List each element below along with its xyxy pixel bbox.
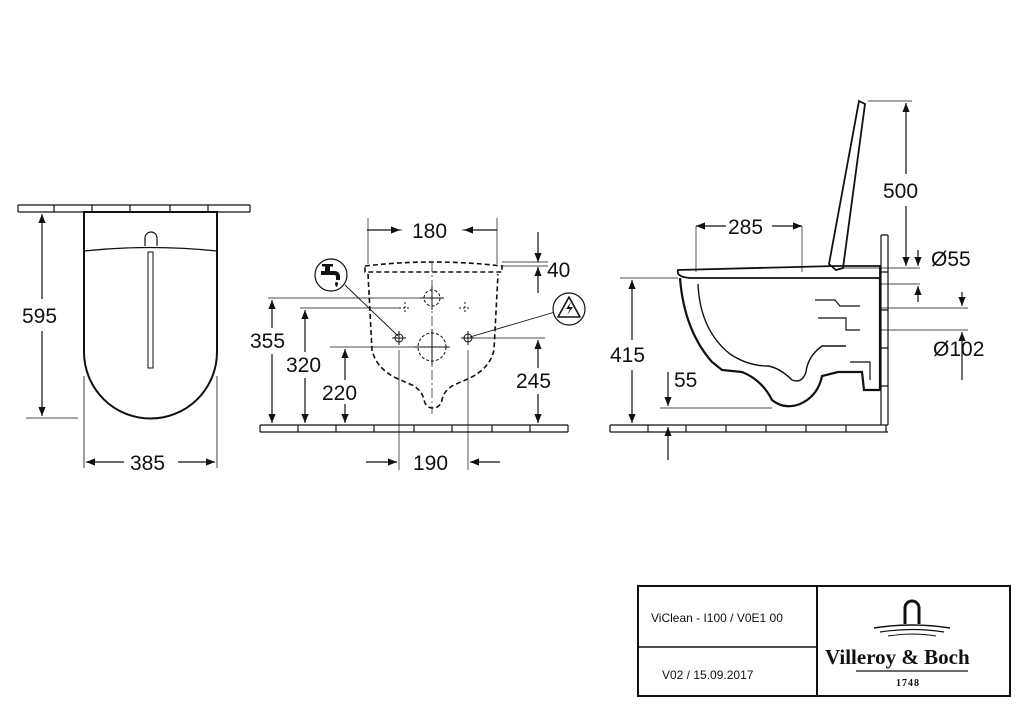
top-view: [17, 204, 251, 468]
power-leader: [469, 311, 556, 338]
bowl-outline-top: [83, 211, 218, 420]
front-offset-label: 40: [547, 259, 570, 282]
mounting-holes: [392, 262, 475, 414]
villeroy-boch-logo-icon: [856, 599, 968, 672]
side-inlet-diameter-label: Ø55: [931, 248, 971, 271]
side-outlet-height-label: 55: [674, 369, 697, 392]
top-view-depth-label: 595: [22, 305, 57, 328]
front-height-220-label: 220: [322, 382, 357, 405]
floor-side-view: [609, 424, 888, 433]
front-view: [259, 218, 569, 470]
brand-name: Villeroy & Boch: [825, 645, 970, 669]
side-outlet-diameter-label: Ø102: [933, 338, 984, 361]
bowl-outline-side: [678, 277, 882, 408]
front-top-spacing-label: 180: [412, 220, 447, 243]
lid-hinge: [144, 231, 158, 246]
centre-slot: [147, 251, 154, 369]
front-bottom-spacing-label: 190: [413, 452, 448, 475]
side-seat-height-label: 415: [610, 344, 645, 367]
bowl-inner-line: [697, 283, 846, 382]
water-tap-icon: [314, 258, 348, 292]
flush-connector: [815, 299, 871, 380]
seat-line: [83, 246, 218, 252]
top-view-width-label: 385: [130, 452, 165, 475]
lid: [828, 99, 866, 271]
floor-front-view: [259, 424, 569, 433]
seat: [676, 265, 881, 279]
version-date: V02 / 15.09.2017: [662, 668, 754, 682]
front-height-245-label: 245: [516, 370, 551, 393]
electrical-hazard-icon: [552, 292, 586, 326]
front-height-320-label: 320: [286, 354, 321, 377]
brand-year: 1748: [896, 678, 920, 689]
bowl-outline-dashed: [364, 261, 503, 409]
side-projection-label: 285: [728, 216, 763, 239]
side-lid-height-label: 500: [883, 180, 918, 203]
product-name: ViClean - I100 / V0E1 00: [651, 611, 783, 625]
side-view: [609, 99, 968, 460]
front-height-355-label: 355: [250, 330, 285, 353]
water-leader: [344, 284, 399, 337]
title-block: [637, 585, 1011, 697]
wall-top-view: [17, 204, 251, 213]
